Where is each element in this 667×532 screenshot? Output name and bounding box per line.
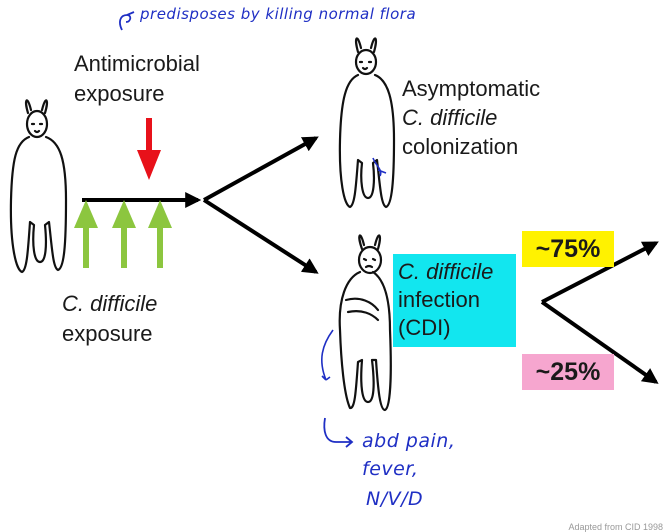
cdiff-exposure-label-line1: C. difficile: [62, 291, 158, 316]
sick-person-figure-icon: [338, 234, 392, 412]
asymptomatic-label-line3: colonization: [402, 134, 519, 159]
outcome-arrow-upper: [541, 241, 659, 304]
antimicrobial-label-line1: Antimicrobial: [74, 51, 200, 76]
person-figure-icon: [338, 37, 396, 209]
top-handwritten-note: predisposes by killing normal flora: [140, 5, 417, 23]
cdi-label-line3: (CDI): [398, 315, 451, 340]
antimicrobial-label-line2: exposure: [74, 81, 165, 106]
hand-scribble: [372, 157, 387, 177]
cdi-highlight: [393, 254, 516, 347]
outcome-arrow-lower: [540, 300, 659, 384]
lower-percent-badge: ~25%: [522, 354, 614, 390]
annotation-arrow-top: [119, 11, 135, 31]
cdi-label-line2: infection: [398, 287, 480, 312]
asymptomatic-label-line2: C. difficile: [402, 105, 498, 130]
hand-scribble: [321, 329, 334, 381]
source-footer: Adapted from CID 1998: [568, 522, 663, 532]
symptom-note-line2: fever,: [362, 458, 419, 480]
asymptomatic-label-line1: Asymptomatic: [402, 76, 541, 101]
cdi-label-line1: C. difficile: [398, 259, 494, 284]
branch-arrow-colonization: [203, 136, 319, 202]
person-figure-icon: [9, 99, 68, 274]
green-up-arrow-icon: [74, 200, 172, 268]
red-down-arrow-icon: [137, 118, 161, 180]
symptom-note-line1: abd pain,: [362, 430, 456, 452]
branch-arrow-infection: [202, 198, 319, 274]
symptom-note-line3: N/V/D: [366, 488, 424, 510]
cdiff-exposure-label-line2: exposure: [62, 321, 153, 346]
upper-percent-badge: ~75%: [522, 231, 614, 267]
annotation-arrow-bottom: [323, 417, 354, 448]
